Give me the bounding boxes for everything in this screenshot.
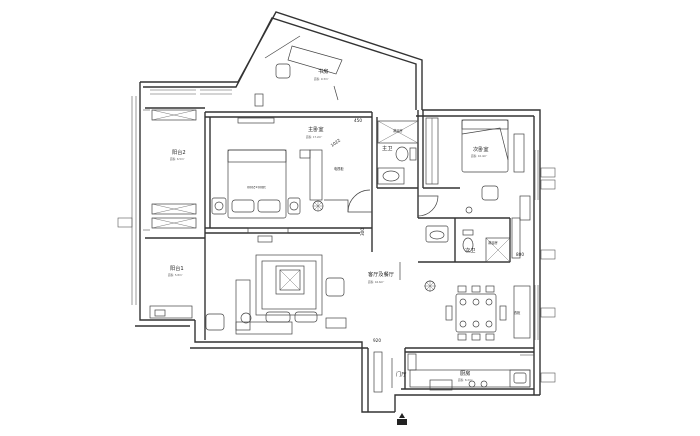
kitchen-fixtures — [373, 351, 531, 393]
room-label-balcony-1: 阳台1 — [170, 264, 184, 272]
dining-table — [445, 285, 531, 341]
room-labels: 书房 面积: 9.3m² 主卧室 面积: 17.2m² 次卧室 面积: 10.4… — [168, 67, 489, 382]
tv-cabinet-label: 电视柜 — [334, 166, 344, 171]
svg-text:面积: 5.8m²: 面积: 5.8m² — [168, 273, 183, 277]
dimension-1022: 1022 — [330, 137, 342, 147]
cabinet-label: 衣柜 — [514, 310, 521, 315]
room-label-master-bath: 主卫 — [382, 144, 392, 152]
room-label-kitchen: 厨房 — [460, 369, 470, 377]
entry-marker — [397, 413, 407, 425]
room-label-master-bedroom: 主卧室 — [308, 125, 324, 133]
room-label-study: 书房 — [318, 67, 328, 75]
dimension-800: 800 — [516, 252, 524, 257]
room-label-second-bedroom: 次卧室 — [473, 145, 489, 153]
dimension-tags — [117, 167, 556, 383]
svg-text:面积: 17.2m²: 面积: 17.2m² — [306, 135, 322, 139]
study-furniture — [254, 35, 343, 107]
fixture-labels: 1800×2000 淋浴房 淋浴房 衣柜 电视柜 450 1022 300 80… — [247, 118, 524, 343]
second-bath-fixtures — [425, 217, 521, 263]
master-bath-fixtures — [377, 120, 419, 185]
dimension-450: 450 — [354, 118, 362, 123]
bed-size-label: 1800×2000 — [247, 185, 266, 189]
exterior-walls — [135, 11, 541, 413]
second-bedroom-furniture — [417, 117, 531, 221]
balcony-2-fixtures — [143, 109, 197, 319]
shower-label-2: 淋浴房 — [488, 240, 498, 245]
living-room-furniture — [205, 254, 436, 335]
room-label-balcony-2: 阳台2 — [172, 148, 186, 156]
svg-text:面积: 8.2m²: 面积: 8.2m² — [458, 378, 473, 382]
dimension-300: 300 — [360, 228, 365, 236]
shower-label-1: 淋浴房 — [393, 128, 403, 133]
svg-text:面积: 9.3m²: 面积: 9.3m² — [314, 77, 329, 81]
svg-text:面积: 42.6m²: 面积: 42.6m² — [368, 280, 384, 284]
room-label-second-bath: 次卫 — [465, 246, 475, 254]
master-bedroom-furniture — [211, 117, 372, 243]
room-label-living-dining: 客厅及餐厅 — [368, 270, 394, 278]
dimension-920: 920 — [373, 338, 381, 343]
svg-text:面积: 6.5m²: 面积: 6.5m² — [170, 157, 185, 161]
room-label-foyer: 门厅 — [396, 370, 406, 378]
svg-text:面积: 10.4m²: 面积: 10.4m² — [471, 154, 487, 158]
windows — [131, 89, 539, 356]
